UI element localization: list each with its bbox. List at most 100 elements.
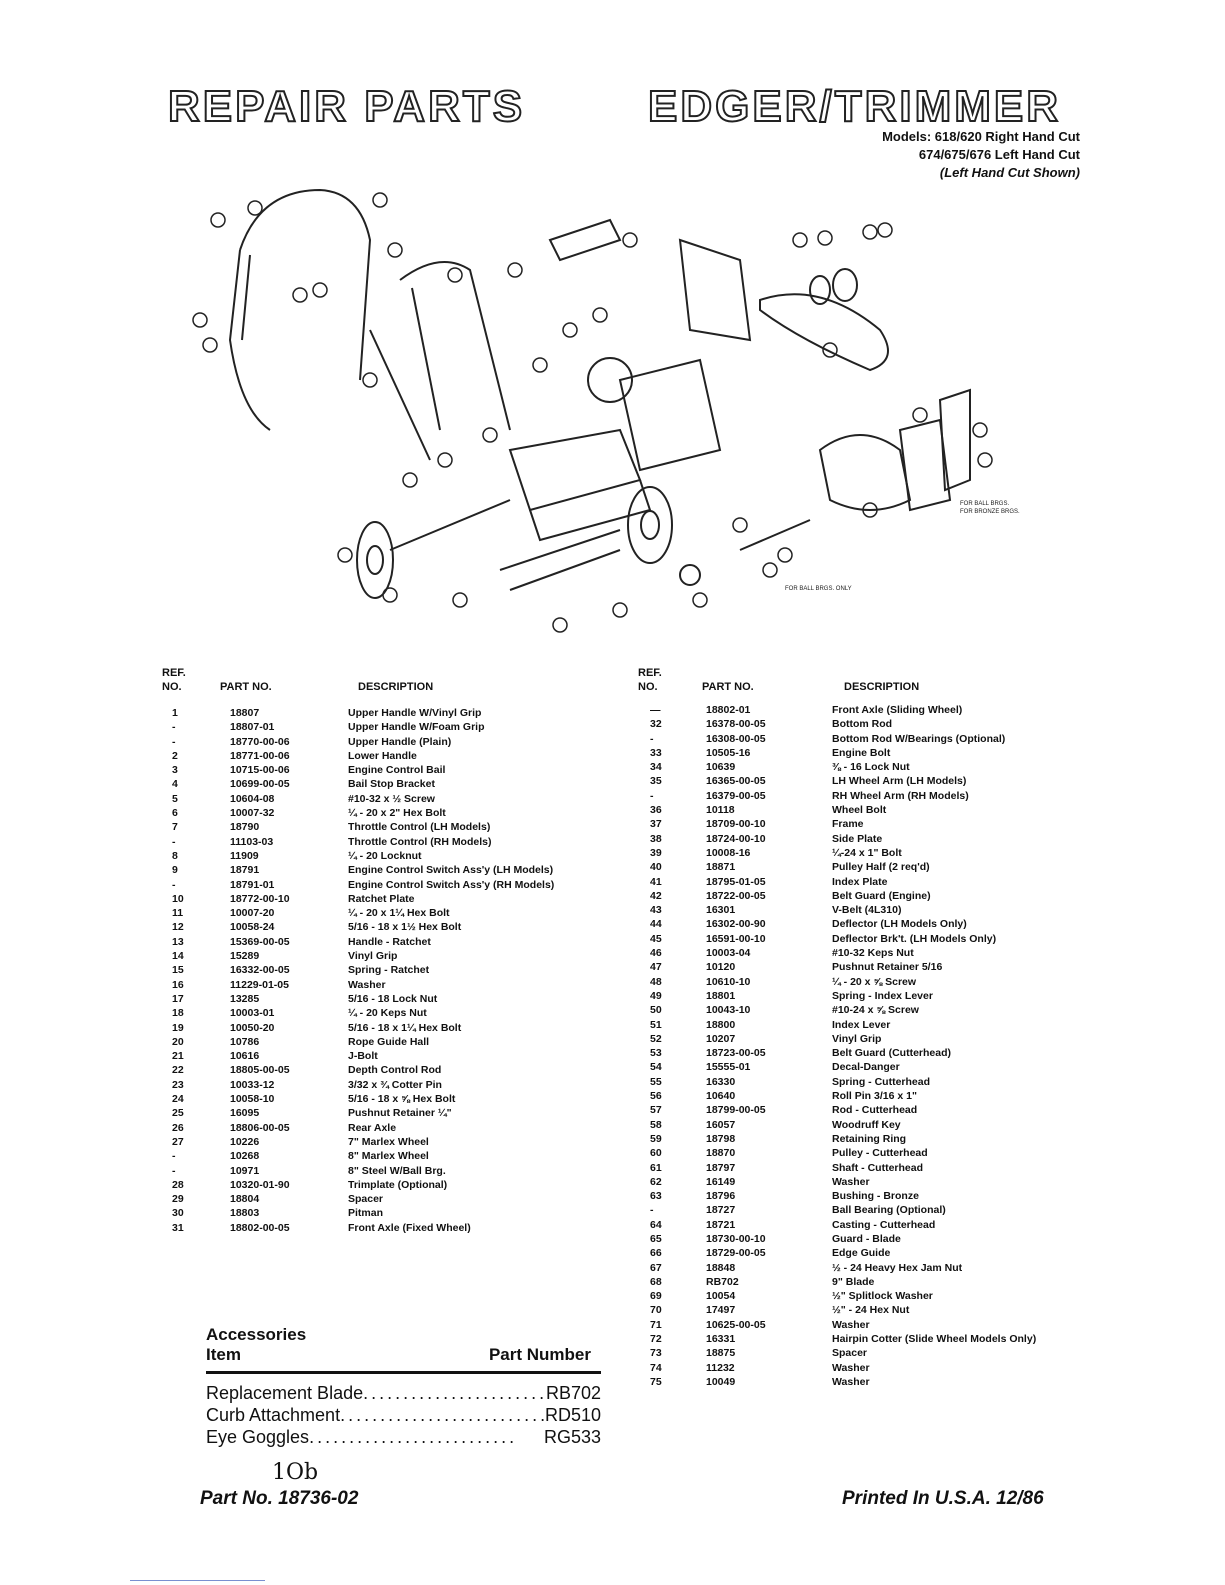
part-no: 10715-00-06 bbox=[230, 764, 290, 777]
part-no: 10616 bbox=[230, 1050, 260, 1063]
title-edger-trimmer: EDGER/TRIMMER bbox=[647, 81, 1061, 132]
ref-no: 62 bbox=[650, 1175, 662, 1188]
description: ¼ - 20 x ⅝ Screw bbox=[832, 975, 917, 988]
header-part: PART NO. bbox=[220, 681, 272, 693]
accessory-part: RG533 bbox=[543, 1427, 601, 1447]
accessories-col-item: Item bbox=[206, 1345, 241, 1364]
description: Casting - Cutterhead bbox=[832, 1218, 936, 1231]
part-no: 18772-00-10 bbox=[230, 892, 290, 905]
ref-no: 18 bbox=[172, 1007, 184, 1020]
ref-no: 12 bbox=[172, 921, 184, 934]
description: Upper Handle W/Foam Grip bbox=[348, 721, 485, 734]
ref-no: 47 bbox=[650, 961, 662, 974]
ref-no: 6 bbox=[172, 807, 178, 820]
part-no: 10625-00-05 bbox=[706, 1318, 766, 1331]
part-no: 10050-20 bbox=[230, 1021, 275, 1034]
description: Engine Control Bail bbox=[348, 764, 446, 777]
description: Index Plate bbox=[832, 875, 888, 888]
part-no: 16331 bbox=[706, 1333, 736, 1346]
ref-no: - bbox=[650, 789, 654, 802]
part-no: 18807-01 bbox=[230, 721, 275, 734]
description: Handle - Ratchet bbox=[348, 935, 431, 948]
part-no: 16308-00-05 bbox=[706, 732, 766, 745]
description: Spring - Ratchet bbox=[348, 964, 430, 977]
description: Woodruff Key bbox=[832, 1118, 901, 1131]
ref-no: 65 bbox=[650, 1232, 662, 1245]
footer-printed: Printed In U.S.A. 12/86 bbox=[842, 1488, 1044, 1509]
description: Wheel Bolt bbox=[832, 804, 887, 817]
part-no: 18797 bbox=[706, 1161, 736, 1174]
ref-no: 40 bbox=[650, 861, 662, 874]
description: Washer bbox=[832, 1361, 870, 1374]
description: Bottom Rod W/Bearings (Optional) bbox=[832, 732, 1006, 745]
ref-no: 75 bbox=[650, 1375, 662, 1388]
description: 5/16 - 18 Lock Nut bbox=[348, 992, 438, 1005]
ref-no: 41 bbox=[650, 875, 662, 888]
part-no: 18791-01 bbox=[230, 878, 275, 891]
ref-no: 8 bbox=[172, 849, 178, 862]
description: Upper Handle (Plain) bbox=[348, 735, 452, 748]
ref-no: 31 bbox=[172, 1221, 184, 1234]
part-no: 16365-00-05 bbox=[706, 775, 766, 788]
description: Pulley Half (2 req'd) bbox=[832, 861, 930, 874]
ref-no: 30 bbox=[172, 1207, 184, 1220]
ref-no: 51 bbox=[650, 1018, 662, 1031]
description: Rear Axle bbox=[348, 1121, 397, 1134]
part-no: 10043-10 bbox=[706, 1004, 751, 1017]
title-repair-parts: REPAIR PARTS bbox=[167, 81, 526, 132]
part-no: 18805-00-05 bbox=[230, 1064, 290, 1077]
accessory-name: Replacement Blade bbox=[206, 1383, 364, 1403]
bottom-rule bbox=[130, 1580, 265, 1581]
part-no: 15369-00-05 bbox=[230, 935, 290, 948]
ref-no: 43 bbox=[650, 904, 662, 917]
description: V-Belt (4L310) bbox=[832, 904, 902, 917]
ref-no: 4 bbox=[172, 778, 178, 791]
ref-no: 14 bbox=[172, 950, 184, 963]
ref-no: 21 bbox=[172, 1050, 184, 1063]
part-no: 10003-01 bbox=[230, 1007, 275, 1020]
description: Pulley - Cutterhead bbox=[832, 1147, 928, 1160]
header-part-right: PART NO. bbox=[702, 681, 754, 693]
description: #10-32 x ½ Screw bbox=[348, 792, 435, 805]
ref-no: 57 bbox=[650, 1104, 662, 1117]
part-no: 10971 bbox=[230, 1164, 260, 1177]
part-no: 10120 bbox=[706, 961, 736, 974]
ref-no: 72 bbox=[650, 1333, 662, 1346]
description: Front Axle (Fixed Wheel) bbox=[348, 1221, 471, 1234]
part-no: RB702 bbox=[706, 1275, 739, 1288]
description: Belt Guard (Engine) bbox=[832, 889, 931, 902]
ref-no: 10 bbox=[172, 892, 184, 905]
accessory-row: Curb Attachment.........................… bbox=[206, 1404, 601, 1426]
ref-no: - bbox=[172, 735, 176, 748]
part-no: 16332-00-05 bbox=[230, 964, 290, 977]
description: Pushnut Retainer 5/16 bbox=[832, 961, 943, 974]
description: 8" Steel W/Ball Brg. bbox=[348, 1164, 446, 1177]
header-desc-right: DESCRIPTION bbox=[844, 681, 920, 693]
leader-dots: .......................... bbox=[363, 1383, 546, 1403]
description: Guard - Blade bbox=[832, 1232, 901, 1245]
part-no: 10058-10 bbox=[230, 1093, 275, 1106]
part-no: 10003-04 bbox=[706, 947, 751, 960]
ref-no: 13 bbox=[172, 935, 184, 948]
description: Washer bbox=[832, 1175, 870, 1188]
part-no: 18803 bbox=[230, 1207, 260, 1220]
part-no: 16302-00-90 bbox=[706, 918, 766, 931]
part-no: 18771-00-06 bbox=[230, 749, 290, 762]
ref-no: 2 bbox=[172, 749, 178, 762]
